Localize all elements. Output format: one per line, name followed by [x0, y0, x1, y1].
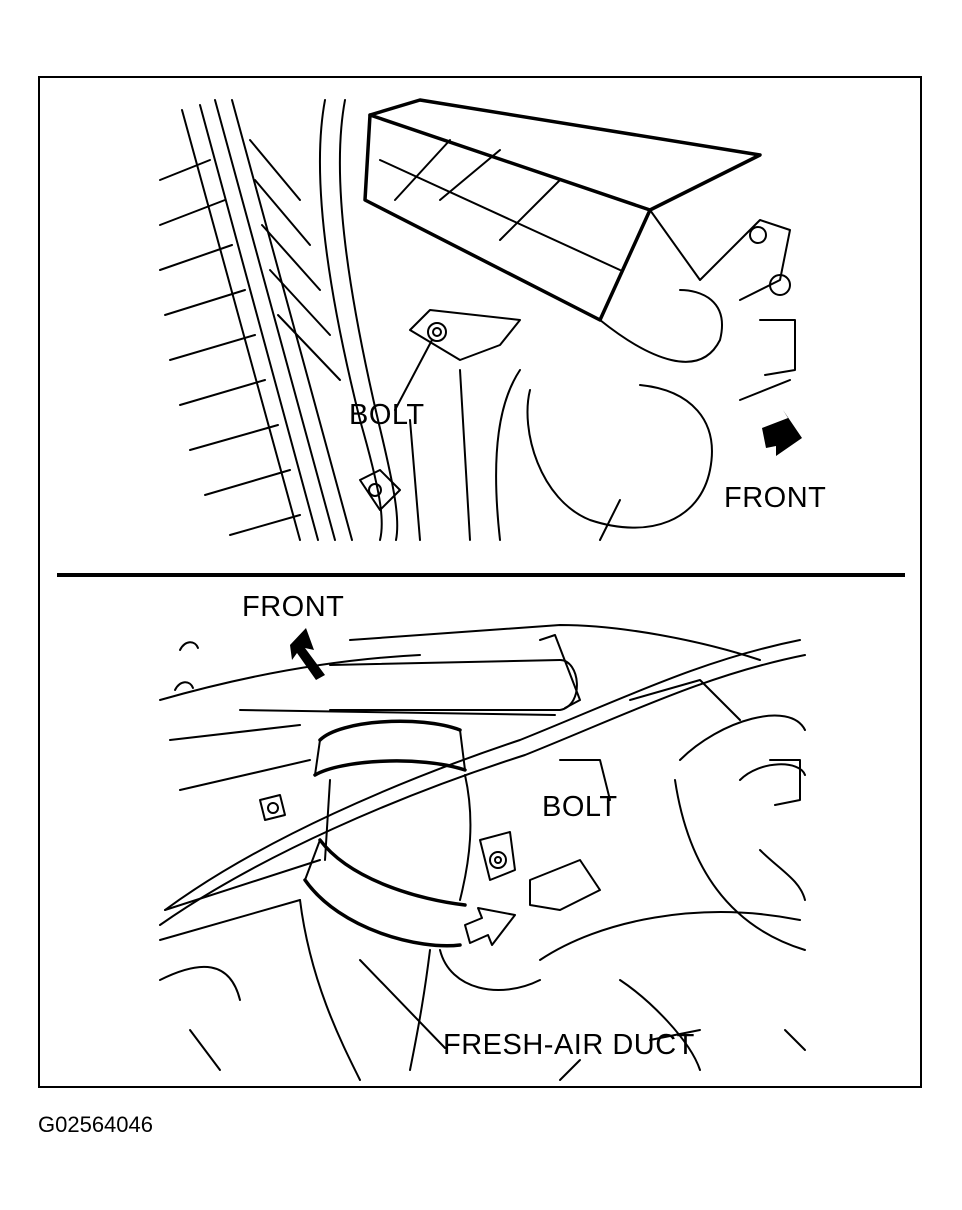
fresh-air-duct-label: FRESH-AIR DUCT — [443, 1029, 695, 1061]
top-bolt-label: BOLT — [349, 399, 425, 431]
top-front-label: FRONT — [724, 482, 827, 514]
air-cleaner-box — [363, 98, 791, 361]
fresh-air-duct — [299, 719, 472, 1081]
engine-parts — [259, 679, 806, 1081]
pointer-arrow-icon — [464, 907, 516, 946]
bolt-icon — [479, 831, 516, 881]
radiator-fins — [159, 99, 353, 541]
cable — [159, 639, 806, 926]
bolt-icon — [394, 322, 447, 411]
engine-parts — [359, 226, 796, 541]
figure-code: G02564046 — [38, 1112, 153, 1137]
panel-divider — [57, 573, 905, 577]
front-direction-arrow-icon — [290, 628, 325, 680]
engine-bay-lines — [159, 624, 761, 1071]
diagram-frame — [38, 76, 922, 1088]
hose-with-clamp — [329, 634, 581, 711]
bottom-bolt-label: BOLT — [542, 791, 618, 823]
bottom-front-label: FRONT — [242, 591, 345, 623]
front-direction-arrow-icon — [762, 410, 802, 456]
